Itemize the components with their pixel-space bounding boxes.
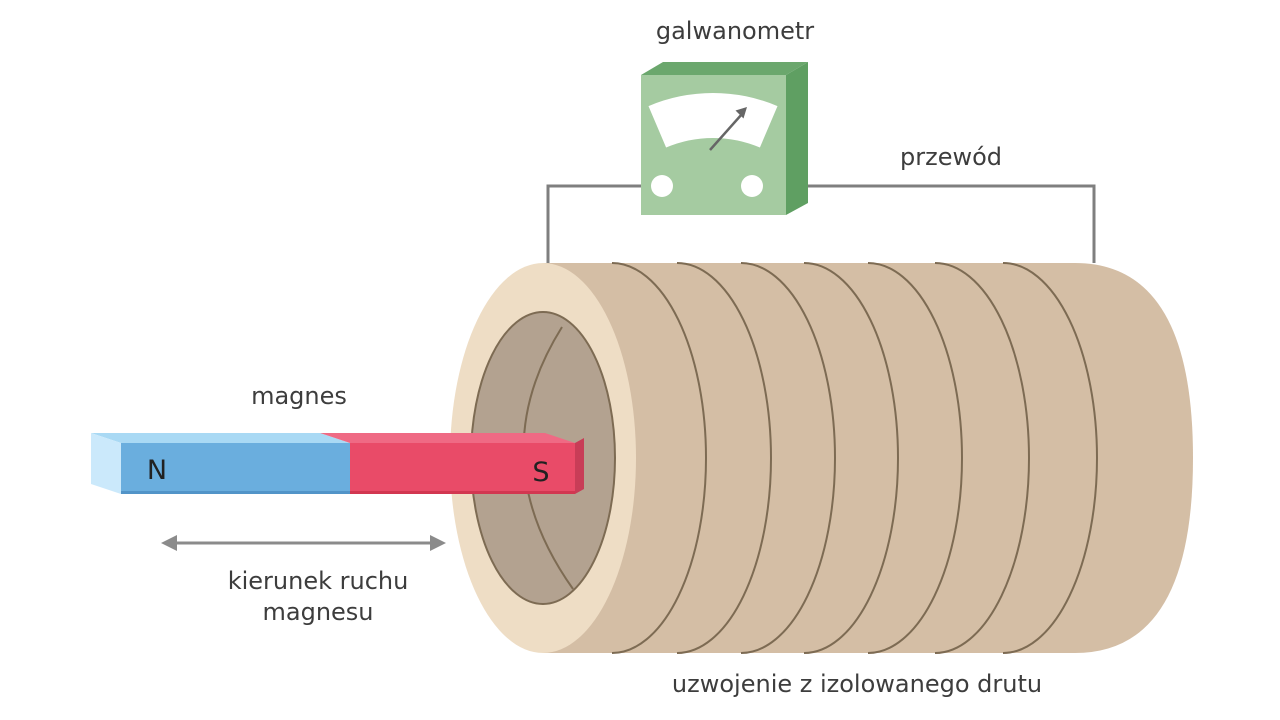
label-magnet-motion-direction-line1: kierunek ruchu [227, 567, 409, 595]
magnet-n-top-face [91, 433, 350, 443]
label-wire: przewód [899, 143, 1003, 171]
label-coil: uzwojenie z izolowanego drutu [671, 670, 1043, 698]
magnet-n-end-cap [91, 433, 121, 494]
winding-arc [1002, 262, 1098, 654]
arrowhead-left-icon [161, 535, 177, 551]
label-galvanometer: galwanometr [655, 17, 815, 45]
galvanometer-needle [709, 107, 747, 151]
winding-arc [934, 262, 1030, 654]
bar-magnet [91, 433, 584, 494]
label-pole-n: N [146, 455, 168, 486]
winding-arc [740, 262, 836, 654]
galvanometer [641, 62, 808, 215]
galvanometer-side-face [786, 62, 808, 215]
needle-arrowhead-icon [735, 107, 747, 119]
galvanometer-top-face [641, 62, 808, 75]
magnet-s-bottom-edge [350, 491, 575, 494]
wire-left [546, 184, 662, 263]
magnet-n-bottom-edge [121, 491, 350, 494]
galvanometer-terminal-left [651, 175, 673, 197]
label-magnet-motion-direction: kierunek ruchu magnesu [228, 566, 409, 628]
galvanometer-terminal-right [741, 175, 763, 197]
arrowhead-right-icon [430, 535, 446, 551]
winding-arc [867, 262, 963, 654]
magnet-s-top-face [320, 433, 575, 443]
winding-arc [611, 262, 707, 654]
direction-arrow [161, 535, 446, 551]
winding-arc [676, 262, 772, 654]
magnet-s-front-face [350, 443, 575, 494]
galvanometer-dial [648, 92, 778, 148]
wire-right [752, 184, 1096, 263]
magnet-s-end-cap [575, 438, 584, 494]
coil-winding-lines [611, 262, 1098, 654]
label-magnet: magnes [251, 382, 347, 410]
coil-body [543, 263, 1193, 653]
label-magnet-motion-direction-line2: magnesu [262, 598, 374, 626]
label-pole-s: S [532, 457, 550, 488]
magnet-n-front-face [121, 443, 350, 494]
circuit-wires [546, 184, 1096, 263]
winding-arc [803, 262, 899, 654]
